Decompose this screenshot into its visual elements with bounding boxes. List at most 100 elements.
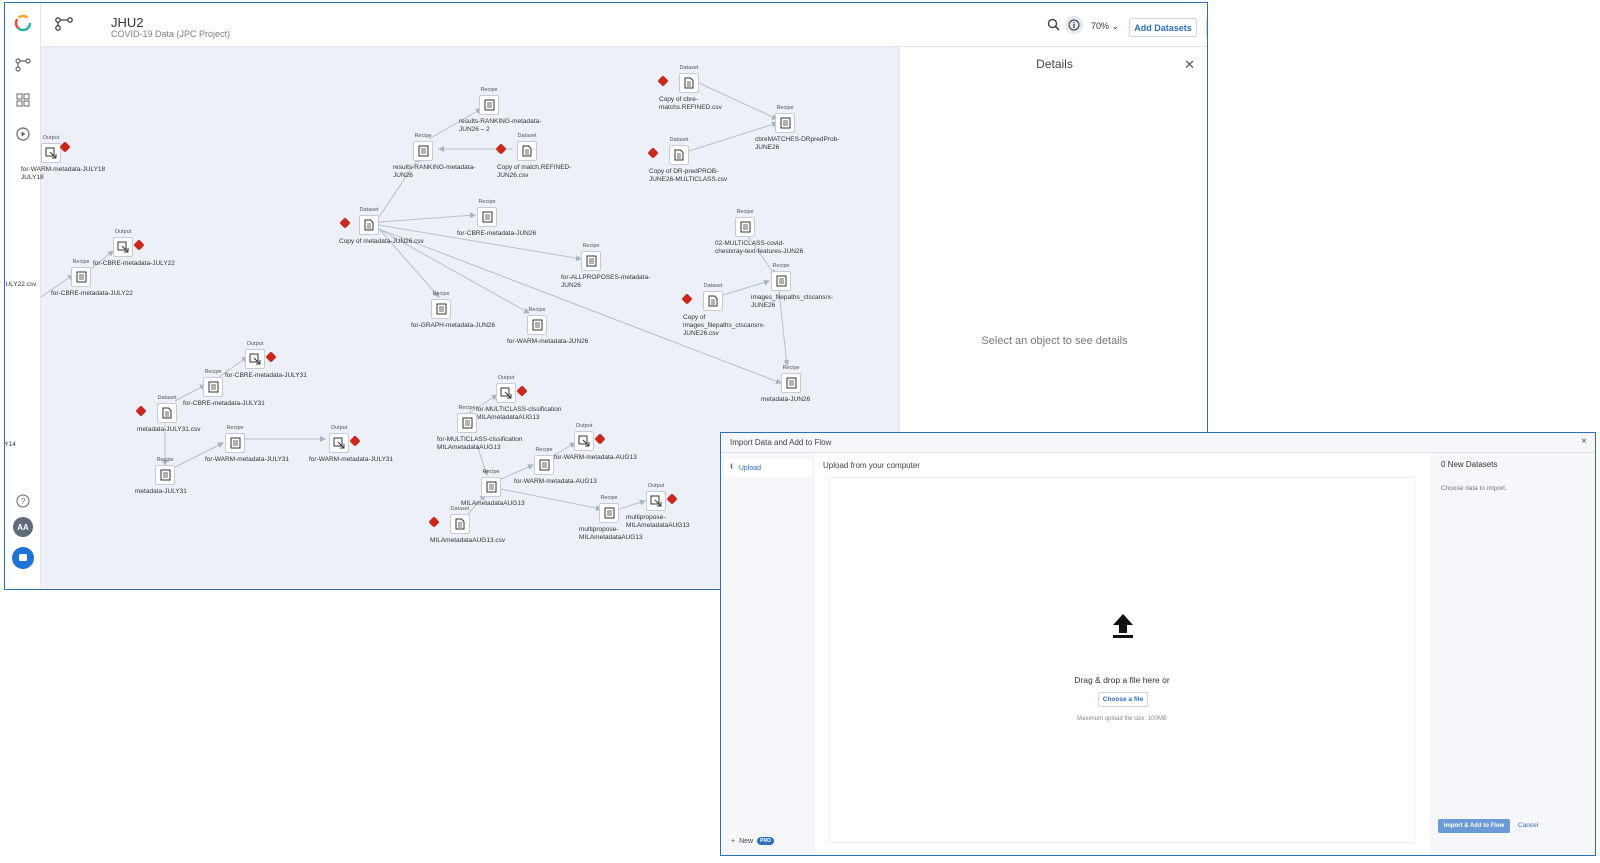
library-icon[interactable] — [11, 88, 35, 112]
output-icon[interactable] — [496, 383, 516, 403]
chevron-down-icon: ⌄ — [1111, 21, 1120, 31]
recipe-icon[interactable] — [431, 299, 451, 319]
import-add-to-flow-button[interactable]: Import & Add to Flow — [1438, 819, 1510, 833]
recipe-icon[interactable] — [534, 455, 554, 475]
upload-tab-label: Upload — [738, 464, 761, 472]
recipe-icon[interactable] — [479, 95, 499, 115]
file-dropzone[interactable]: Drag & drop a file here or Choose a file… — [829, 477, 1415, 843]
node-type-label: Recipe — [458, 405, 476, 411]
help-icon[interactable]: ? — [11, 489, 35, 513]
output-icon[interactable] — [574, 431, 594, 451]
node-name-line: cbreMATCHES-DRpredProb- — [755, 136, 840, 143]
new-connection-button[interactable]: + New PRO — [731, 837, 774, 845]
recipe-icon[interactable] — [477, 207, 497, 227]
recipe-icon[interactable] — [457, 413, 477, 433]
output-icon[interactable] — [329, 433, 349, 453]
flow-title[interactable]: JHU2 — [111, 15, 144, 30]
node-name-line: for-GRAPH-metadata-JUN26 — [411, 322, 496, 329]
add-datasets-button[interactable]: Add Datasets — [1129, 18, 1197, 37]
dataset-icon[interactable] — [450, 514, 470, 534]
output-icon[interactable] — [646, 491, 666, 511]
dialog-close-button[interactable]: × — [1581, 436, 1587, 447]
dataset-icon[interactable] — [703, 291, 723, 311]
dataset-icon[interactable] — [517, 141, 537, 161]
dataset-icon[interactable] — [157, 403, 177, 423]
user-avatar[interactable]: AA — [11, 515, 35, 539]
recipe-icon[interactable] — [771, 271, 791, 291]
jobs-icon[interactable] — [11, 122, 35, 146]
recipe-icon[interactable] — [599, 503, 619, 523]
recipe-icon[interactable] — [581, 251, 601, 271]
search-icon[interactable] — [1047, 18, 1060, 36]
cancel-button[interactable]: Cancel — [1518, 822, 1539, 829]
upload-tab[interactable]: ⭱ Upload — [724, 459, 812, 477]
output-icon[interactable] — [245, 349, 265, 369]
recipe-icon[interactable] — [481, 477, 501, 497]
dialog-title: Import Data and Add to Flow — [730, 438, 832, 447]
output-icon[interactable] — [113, 237, 133, 257]
flow-node[interactable]: ata-JULY22.csv — [5, 281, 111, 341]
node-name: multipropose-MILAmetadataAUG13 — [579, 526, 669, 542]
recipe-icon[interactable] — [71, 267, 91, 287]
zoom-select[interactable]: 70% ⌄ — [1091, 21, 1119, 32]
recipe-icon[interactable] — [225, 433, 245, 453]
recipe-icon[interactable] — [781, 373, 801, 393]
recipe-icon[interactable] — [735, 217, 755, 237]
recipe-icon[interactable] — [527, 315, 547, 335]
recipe-icon[interactable] — [155, 465, 175, 485]
more-options-button[interactable]: ··· — [1206, 18, 1207, 37]
top-bar: JHU2 COVID-19 Data (JPC Project) 70% ⌄ A… — [41, 3, 1207, 47]
flows-icon[interactable] — [11, 53, 35, 77]
flow-node[interactable]: -JULY14 — [5, 441, 111, 501]
choose-data-hint: Choose data to import. — [1441, 485, 1507, 492]
recipe-icon[interactable] — [775, 113, 795, 133]
node-type-label: Recipe — [480, 87, 498, 93]
recipe-icon[interactable] — [203, 377, 223, 397]
dataset-icon[interactable] — [669, 145, 689, 165]
node-type-label: Dataset — [669, 137, 689, 143]
node-name-line: Copy of DR-predPROB- — [649, 168, 719, 175]
choose-file-button[interactable]: Choose a file — [1098, 692, 1148, 707]
recipe-icon[interactable] — [413, 141, 433, 161]
dataset-icon[interactable] — [359, 215, 379, 235]
chat-icon[interactable] — [11, 546, 35, 570]
info-icon[interactable] — [1065, 16, 1083, 34]
app-logo-icon[interactable] — [11, 11, 35, 35]
output-icon[interactable] — [41, 143, 61, 163]
dataset-icon[interactable] — [679, 73, 699, 93]
close-icon[interactable]: ✕ — [1184, 57, 1195, 72]
